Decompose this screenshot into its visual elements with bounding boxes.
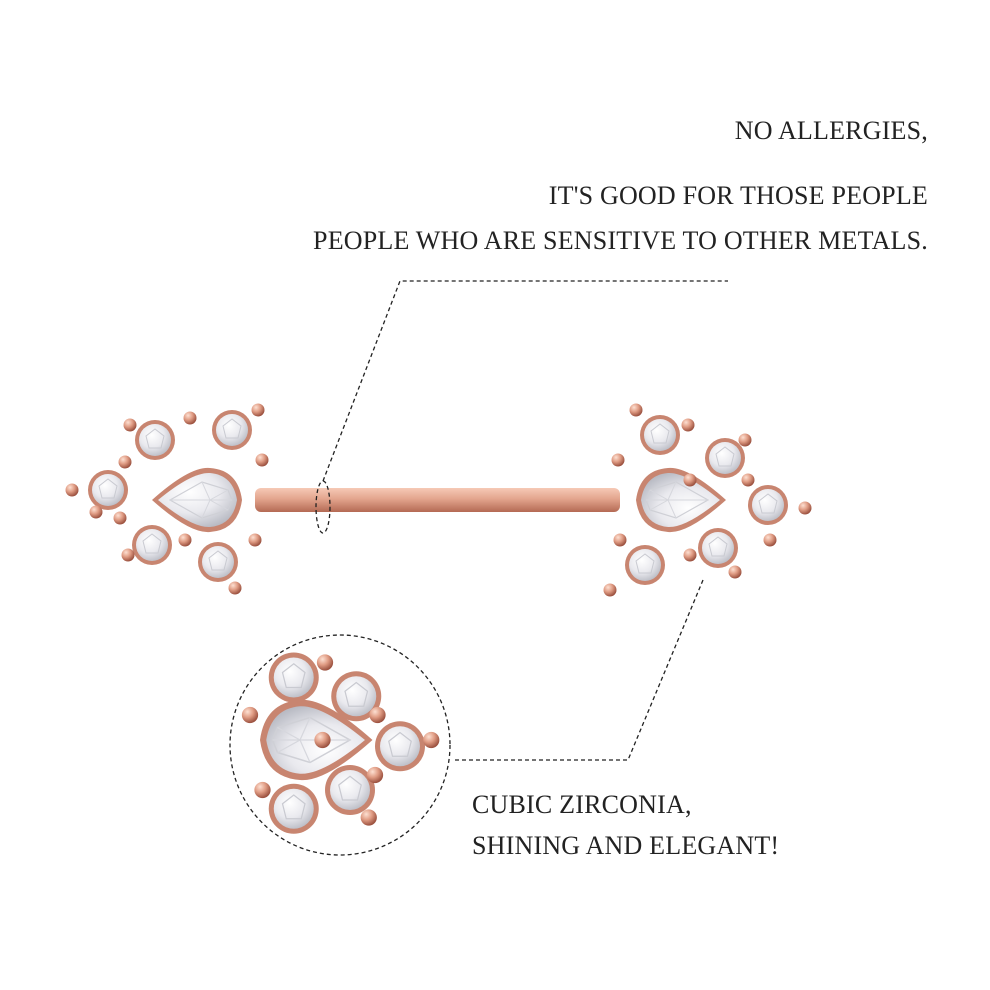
callout-line-bottom — [455, 579, 704, 761]
allergy-heading: NO ALLERGIES, — [734, 116, 928, 145]
callout-line-top — [315, 280, 728, 534]
right-ornament — [603, 403, 812, 597]
allergy-line-2: IT'S GOOD FOR THOSE PEOPLE — [548, 181, 928, 210]
allergy-line-3: PEOPLE WHO ARE SENSITIVE TO OTHER METALS… — [313, 226, 928, 255]
zoom-detail — [229, 634, 451, 856]
zirconia-line-1: CUBIC ZIRCONIA, — [472, 790, 692, 819]
barbell-bar — [255, 488, 620, 512]
zirconia-line-2: SHINING AND ELEGANT! — [472, 831, 780, 860]
left-ornament — [65, 403, 269, 595]
